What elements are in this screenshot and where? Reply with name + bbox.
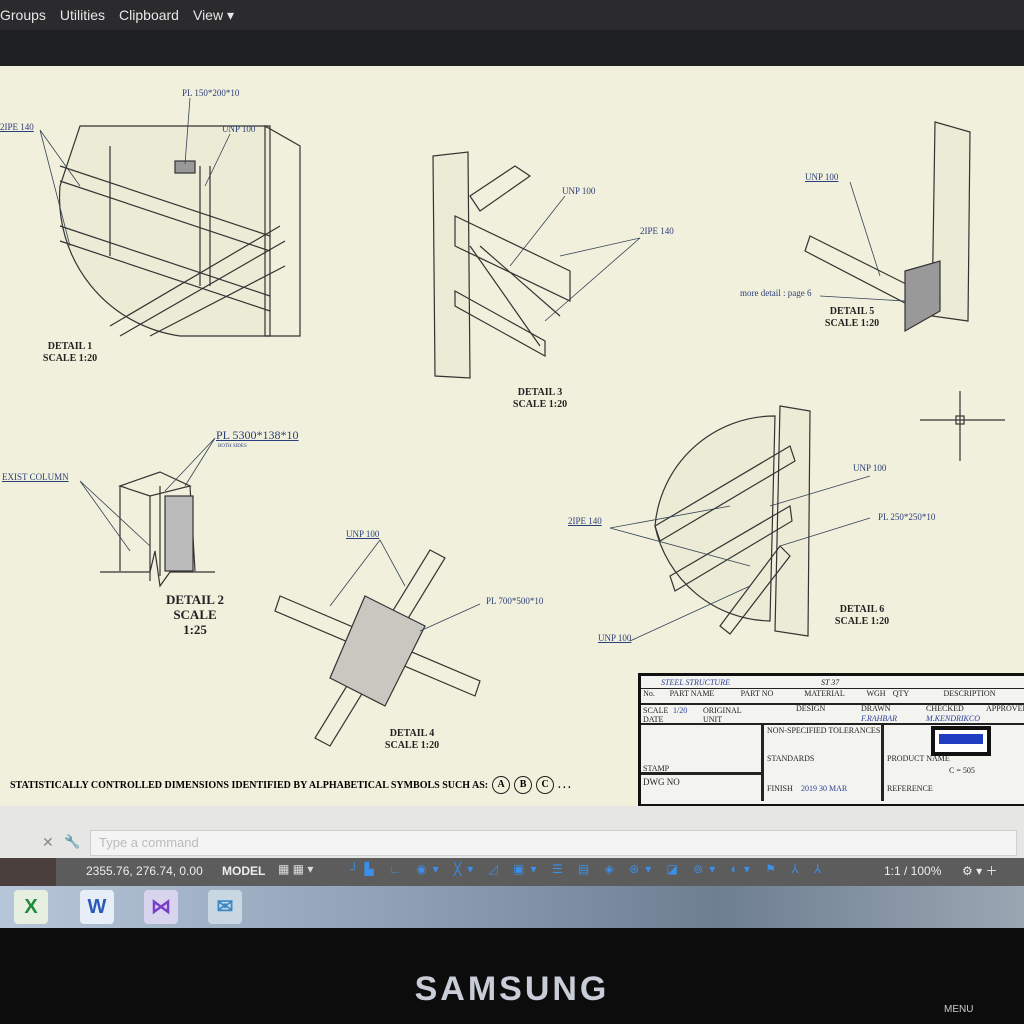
ellipsis: . . .	[558, 779, 571, 791]
label-pl-5300: PL 5300*138*10	[216, 428, 299, 442]
outlook-icon[interactable]: ✉	[208, 890, 242, 924]
col-wgh: WGH	[866, 689, 886, 698]
product-name-value: C = 505	[949, 766, 975, 775]
command-placeholder: Type a command	[99, 835, 199, 850]
col-no: No.	[643, 689, 655, 698]
scale-value: 1/20	[673, 706, 688, 715]
col-part-name: PART NAME	[669, 689, 715, 698]
checked-by: M.KENDRIKCO	[926, 714, 980, 723]
detail-2-drawing	[100, 471, 215, 588]
detail-1-drawing	[58, 124, 301, 337]
label-pl-700: PL 700*500*10	[486, 596, 544, 606]
menu-groups[interactable]: Groups	[0, 7, 46, 23]
dwg-no-label: DWG NO	[643, 777, 680, 787]
symbol-a: A	[492, 776, 511, 794]
symbol-b: B	[514, 776, 533, 794]
drafting-tools-icons[interactable]: ┘▙ ∟ ◉▾ ╳▾ ◿ ▣▾ ☰ ▤ ◈ ⊛▾ ◪ ⊚▾ ◐▾ ⚑ ⅄ ⅄	[350, 862, 828, 876]
reference-label: REFERENCE	[887, 784, 933, 793]
label-2ipe: 2IPE 140	[0, 122, 34, 132]
sheet: ST 37	[821, 678, 840, 687]
finish-date: 2019 30 MAR	[801, 784, 848, 793]
taskbar: X W ⋈ ✉	[0, 886, 1024, 928]
scale-label: SCALE	[643, 706, 669, 715]
label-unp: UNP 100	[346, 529, 380, 539]
drawing-linework	[39, 97, 1005, 747]
label-pl-250: PL 250*250*10	[878, 512, 936, 522]
col-description: DESCRIPTION	[943, 689, 996, 698]
detail-5-drawing	[804, 121, 1005, 461]
close-icon[interactable]: ✕	[42, 834, 54, 850]
label-2ipe: 2IPE 140	[640, 226, 674, 236]
ribbon-panel	[0, 30, 1024, 66]
detail-6-drawing	[654, 405, 811, 637]
finish-label: FINISH	[767, 784, 793, 793]
model-space-button[interactable]: MODEL	[222, 864, 266, 878]
label-unp: UNP 100	[222, 124, 256, 134]
coordinates-readout: 2355.76, 276.74, 0.00	[86, 864, 203, 878]
logo-box	[931, 726, 991, 756]
grid-icon[interactable]: ▦ ▦ ▾	[278, 862, 314, 876]
excel-icon[interactable]: X	[14, 890, 48, 924]
status-bar: 2355.76, 276.74, 0.00 MODEL ▦ ▦ ▾ ┘▙ ∟ ◉…	[0, 858, 1024, 886]
word-icon[interactable]: W	[80, 890, 114, 924]
checked-label: CHECKED	[926, 704, 964, 713]
drawn-label: DRAWN	[861, 704, 891, 713]
approved-label: APPROVED	[986, 704, 1024, 713]
dimension-note: STATISTICALLY CONTROLLED DIMENSIONS IDEN…	[10, 776, 571, 794]
label-unp: UNP 100	[853, 463, 887, 473]
design-label: DESIGN	[796, 704, 826, 713]
menu-utilities[interactable]: Utilities	[59, 7, 106, 23]
label-exist-column: EXIST COLUMN	[2, 472, 69, 482]
label-unp: UNP 100	[805, 172, 839, 182]
label-both-sides: BOTH SIDES	[218, 444, 247, 449]
original-label: ORIGINAL	[703, 706, 742, 715]
wrench-icon[interactable]: 🔧	[64, 834, 81, 849]
gear-icon[interactable]: ⚙ ▾ ＋	[962, 864, 998, 878]
project-name: STEEL STRUCTURE	[661, 678, 730, 687]
monitor-menu-button[interactable]: MENU	[944, 1004, 974, 1015]
monitor-bezel: SAMSUNG MENU	[0, 928, 1024, 1024]
label-more-detail: more detail : page 6	[740, 288, 812, 298]
title-block: STEEL STRUCTURE ST 37 No. PART NAME PART N…	[638, 673, 1024, 807]
label-unp: UNP 100	[598, 633, 632, 643]
label-unp: UNP 100	[562, 186, 596, 196]
detail-4-drawing	[274, 549, 481, 747]
symbol-c: C	[536, 776, 555, 794]
ribbon-menu-bar: Groups Utilities Clipboard View ▾	[0, 0, 1024, 30]
product-name-label: PRODUCT NAME	[887, 754, 950, 763]
annotation-scale[interactable]: 1:1 / 100%	[884, 864, 942, 878]
label-2ipe: 2IPE 140	[568, 516, 602, 526]
tolerances-label: NON-SPECIFIED TOLERANCES	[767, 726, 881, 735]
leader-lines	[39, 97, 906, 642]
date-label: DATE	[643, 715, 664, 724]
stamp-label: STAMP	[643, 764, 670, 773]
label-pl-150: PL 150*200*10	[182, 88, 240, 98]
standards-label: STANDARDS	[767, 754, 815, 763]
drawn-by: F.RAHBAR	[861, 714, 898, 723]
menu-view[interactable]: View ▾	[192, 6, 234, 23]
samsung-logo: SAMSUNG	[414, 970, 610, 1008]
command-input[interactable]: Type a command	[90, 830, 1017, 856]
note-text: STATISTICALLY CONTROLLED DIMENSIONS IDEN…	[10, 779, 489, 791]
unit-label: UNIT	[703, 715, 723, 724]
parts-header: No. PART NAME PART NO MATERIAL WGH QTY DESCRIP…	[641, 688, 1024, 705]
menu-clipboard[interactable]: Clipboard	[119, 7, 179, 23]
col-part-no: PART NO	[740, 689, 774, 698]
detail-3-drawing	[432, 151, 571, 379]
col-qty: QTY	[892, 689, 910, 698]
col-material: MATERIAL	[804, 689, 845, 698]
visual-studio-icon[interactable]: ⋈	[144, 890, 178, 924]
